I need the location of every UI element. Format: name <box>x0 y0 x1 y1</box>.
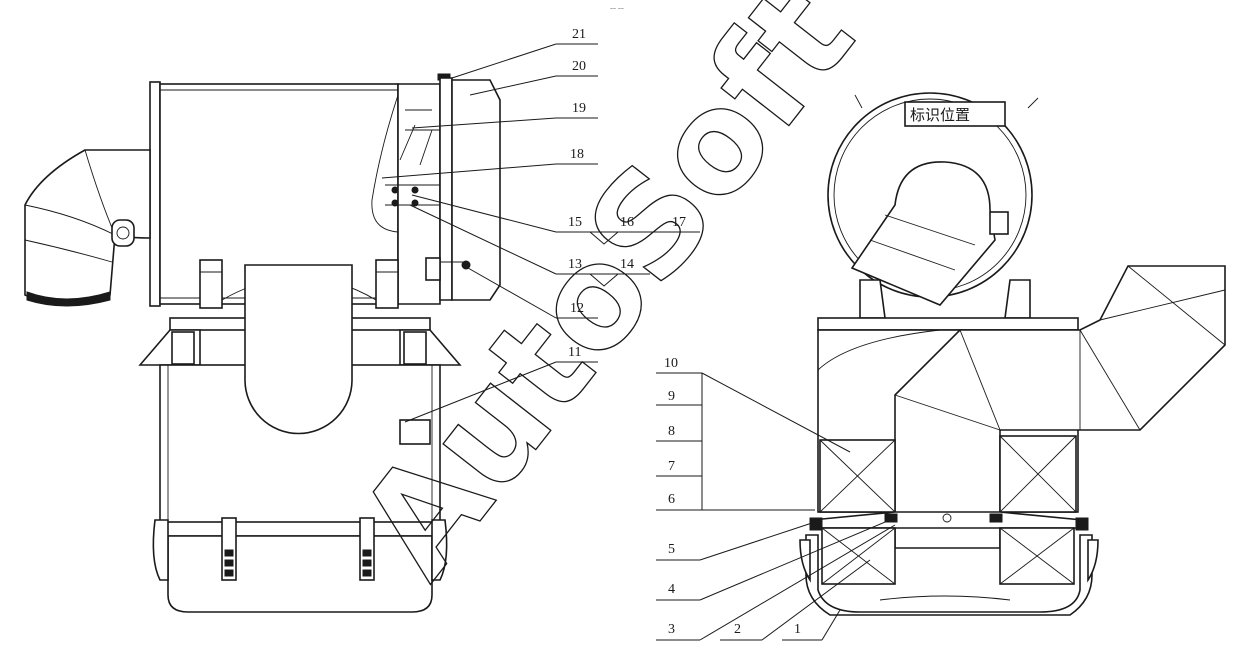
callout-12: 12 <box>570 301 584 316</box>
inner-tube <box>244 264 353 435</box>
callout-11: 11 <box>568 345 581 360</box>
callout-10: 10 <box>664 356 678 371</box>
callout-2: 2 <box>734 622 741 637</box>
end-flange <box>439 77 453 301</box>
callout-17: 17 <box>672 215 686 230</box>
callouts: 21 20 19 18 15 16 17 13 14 12 11 10 9 8 <box>381 27 896 641</box>
elbow-inlet-end <box>850 161 996 306</box>
callout-7: 7 <box>668 459 675 474</box>
filter-element-lower-left <box>821 527 896 585</box>
callout-5: 5 <box>668 542 675 557</box>
callout-15: 15 <box>568 215 582 230</box>
callout-14: 14 <box>620 257 634 272</box>
header-mark: –– –– <box>610 5 624 12</box>
callout-21: 21 <box>572 27 586 42</box>
filter-element-upper-right <box>999 435 1077 513</box>
callout-18: 18 <box>570 147 584 162</box>
callout-19: 19 <box>572 101 586 116</box>
right-post <box>375 259 399 309</box>
end-cover <box>451 79 501 301</box>
clip-left <box>221 517 237 581</box>
inlet-nipple <box>111 219 135 247</box>
filter-element-upper-left <box>819 439 896 513</box>
callout-3: 3 <box>668 622 675 637</box>
callout-9: 9 <box>668 389 675 404</box>
callout-1: 1 <box>794 622 801 637</box>
end-nipple <box>989 211 1009 235</box>
left-view <box>24 73 501 613</box>
bottom-bowl <box>805 534 1093 616</box>
marker-box <box>904 101 1006 127</box>
clip-right <box>359 517 375 581</box>
outlet-duct <box>894 265 1226 549</box>
callout-8: 8 <box>668 424 675 439</box>
cutaway-section <box>397 83 441 305</box>
filter-element-lower-right <box>999 527 1075 585</box>
left-post <box>199 259 223 309</box>
callout-6: 6 <box>668 492 675 507</box>
right-view: 标识位置 <box>799 92 1226 616</box>
callout-16: 16 <box>620 215 634 230</box>
callout-4: 4 <box>668 582 675 597</box>
marker-text: 标识位置 <box>910 106 970 124</box>
callout-20: 20 <box>572 59 586 74</box>
cylinder-end-cap <box>149 81 161 307</box>
callout-13: 13 <box>568 257 582 272</box>
housing-top <box>817 317 1079 331</box>
